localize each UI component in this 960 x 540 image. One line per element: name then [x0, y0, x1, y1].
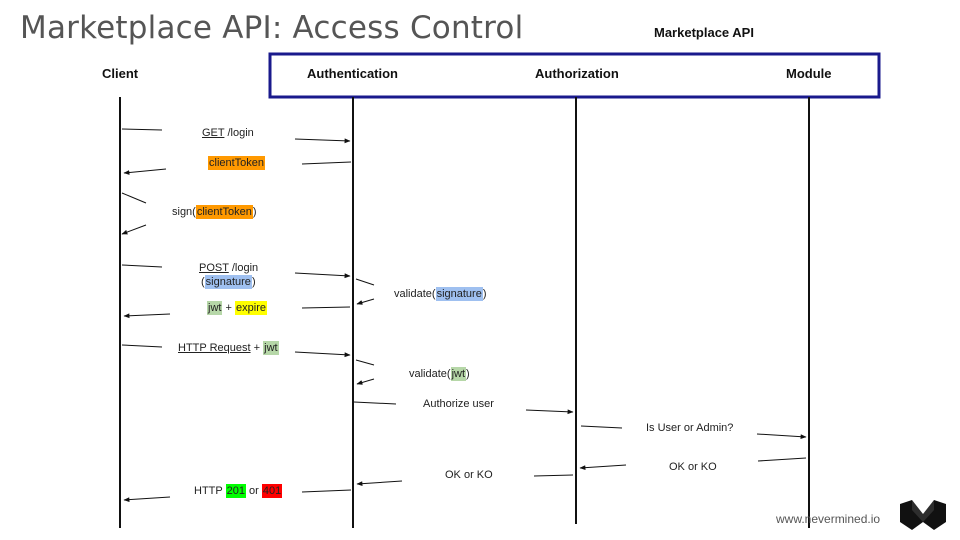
highlight-jwt: jwt: [450, 367, 467, 381]
participant-authorization: Authorization: [535, 66, 619, 81]
arrow-http-response: [123, 496, 171, 503]
msg-ok-ko-module: OK or KO: [669, 461, 717, 473]
arrow-segment: [355, 278, 375, 286]
msg-validate-signature: validate(signature): [394, 287, 487, 301]
arrow-segment: [301, 161, 352, 165]
arrow-authorize-user: [525, 409, 574, 415]
arrow-validate-jwt: [356, 378, 375, 385]
msg-authorize-user: Authorize user: [423, 398, 494, 410]
arrow-segment: [353, 401, 397, 405]
arrow-segment: [580, 425, 623, 429]
status-201: 201: [225, 484, 246, 498]
msg-ok-ko-auth: OK or KO: [445, 469, 493, 481]
arrow-segment: [533, 474, 574, 477]
msg-get-login: GET /login: [202, 127, 254, 139]
arrow-client-token: [123, 168, 167, 175]
msg-sign: sign(clientToken): [172, 205, 257, 219]
arrow-sign: [121, 224, 147, 235]
nevermined-logo-icon: [900, 500, 946, 530]
api-frame: [268, 52, 881, 99]
arrow-segment: [121, 264, 163, 268]
page-title: Marketplace API: Access Control: [20, 10, 524, 46]
msg-validate-jwt: validate(jwt): [409, 367, 470, 381]
msg-post-login: POST /login (signature): [199, 262, 259, 289]
arrow-segment: [301, 306, 351, 309]
highlight-jwt: jwt: [263, 341, 279, 355]
highlight-expire: expire: [235, 301, 267, 315]
highlight-jwt: jwt: [207, 301, 223, 315]
group-label: Marketplace API: [654, 25, 754, 40]
arrow-validate-signature: [356, 298, 375, 305]
arrow-is-user-admin: [756, 433, 807, 440]
arrow-segment: [121, 192, 147, 204]
msg-http-response: HTTP 201 or 401: [194, 484, 283, 498]
arrow-segment: [757, 457, 807, 462]
highlight-signature: signature: [204, 275, 252, 289]
arrow-jwt-expire: [123, 313, 171, 319]
msg-http-request: HTTP Request + jwt: [178, 341, 279, 355]
participant-module: Module: [786, 66, 832, 81]
footer-url: www.nevermined.io: [776, 512, 881, 526]
arrow-ok-ko-auth: [356, 480, 403, 487]
arrow-segment: [355, 359, 375, 366]
arrow-ok-ko-module: [579, 464, 627, 471]
msg-jwt-expire: jwt + expire: [207, 301, 267, 315]
highlight-client-token: clientToken: [208, 156, 266, 170]
arrow-post-login: [294, 272, 351, 279]
msg-is-user-admin: Is User or Admin?: [646, 422, 734, 434]
participant-client: Client: [102, 66, 139, 81]
status-401: 401: [261, 484, 283, 498]
participant-authentication: Authentication: [307, 66, 398, 81]
highlight-client-token: clientToken: [195, 205, 253, 219]
arrow-http-request: [294, 351, 351, 358]
arrow-segment: [301, 489, 352, 493]
highlight-signature: signature: [435, 287, 483, 301]
arrow-segment: [121, 344, 163, 348]
arrow-segment: [121, 128, 163, 131]
arrow-get-login: [294, 138, 351, 144]
msg-client-token: clientToken: [208, 156, 266, 170]
